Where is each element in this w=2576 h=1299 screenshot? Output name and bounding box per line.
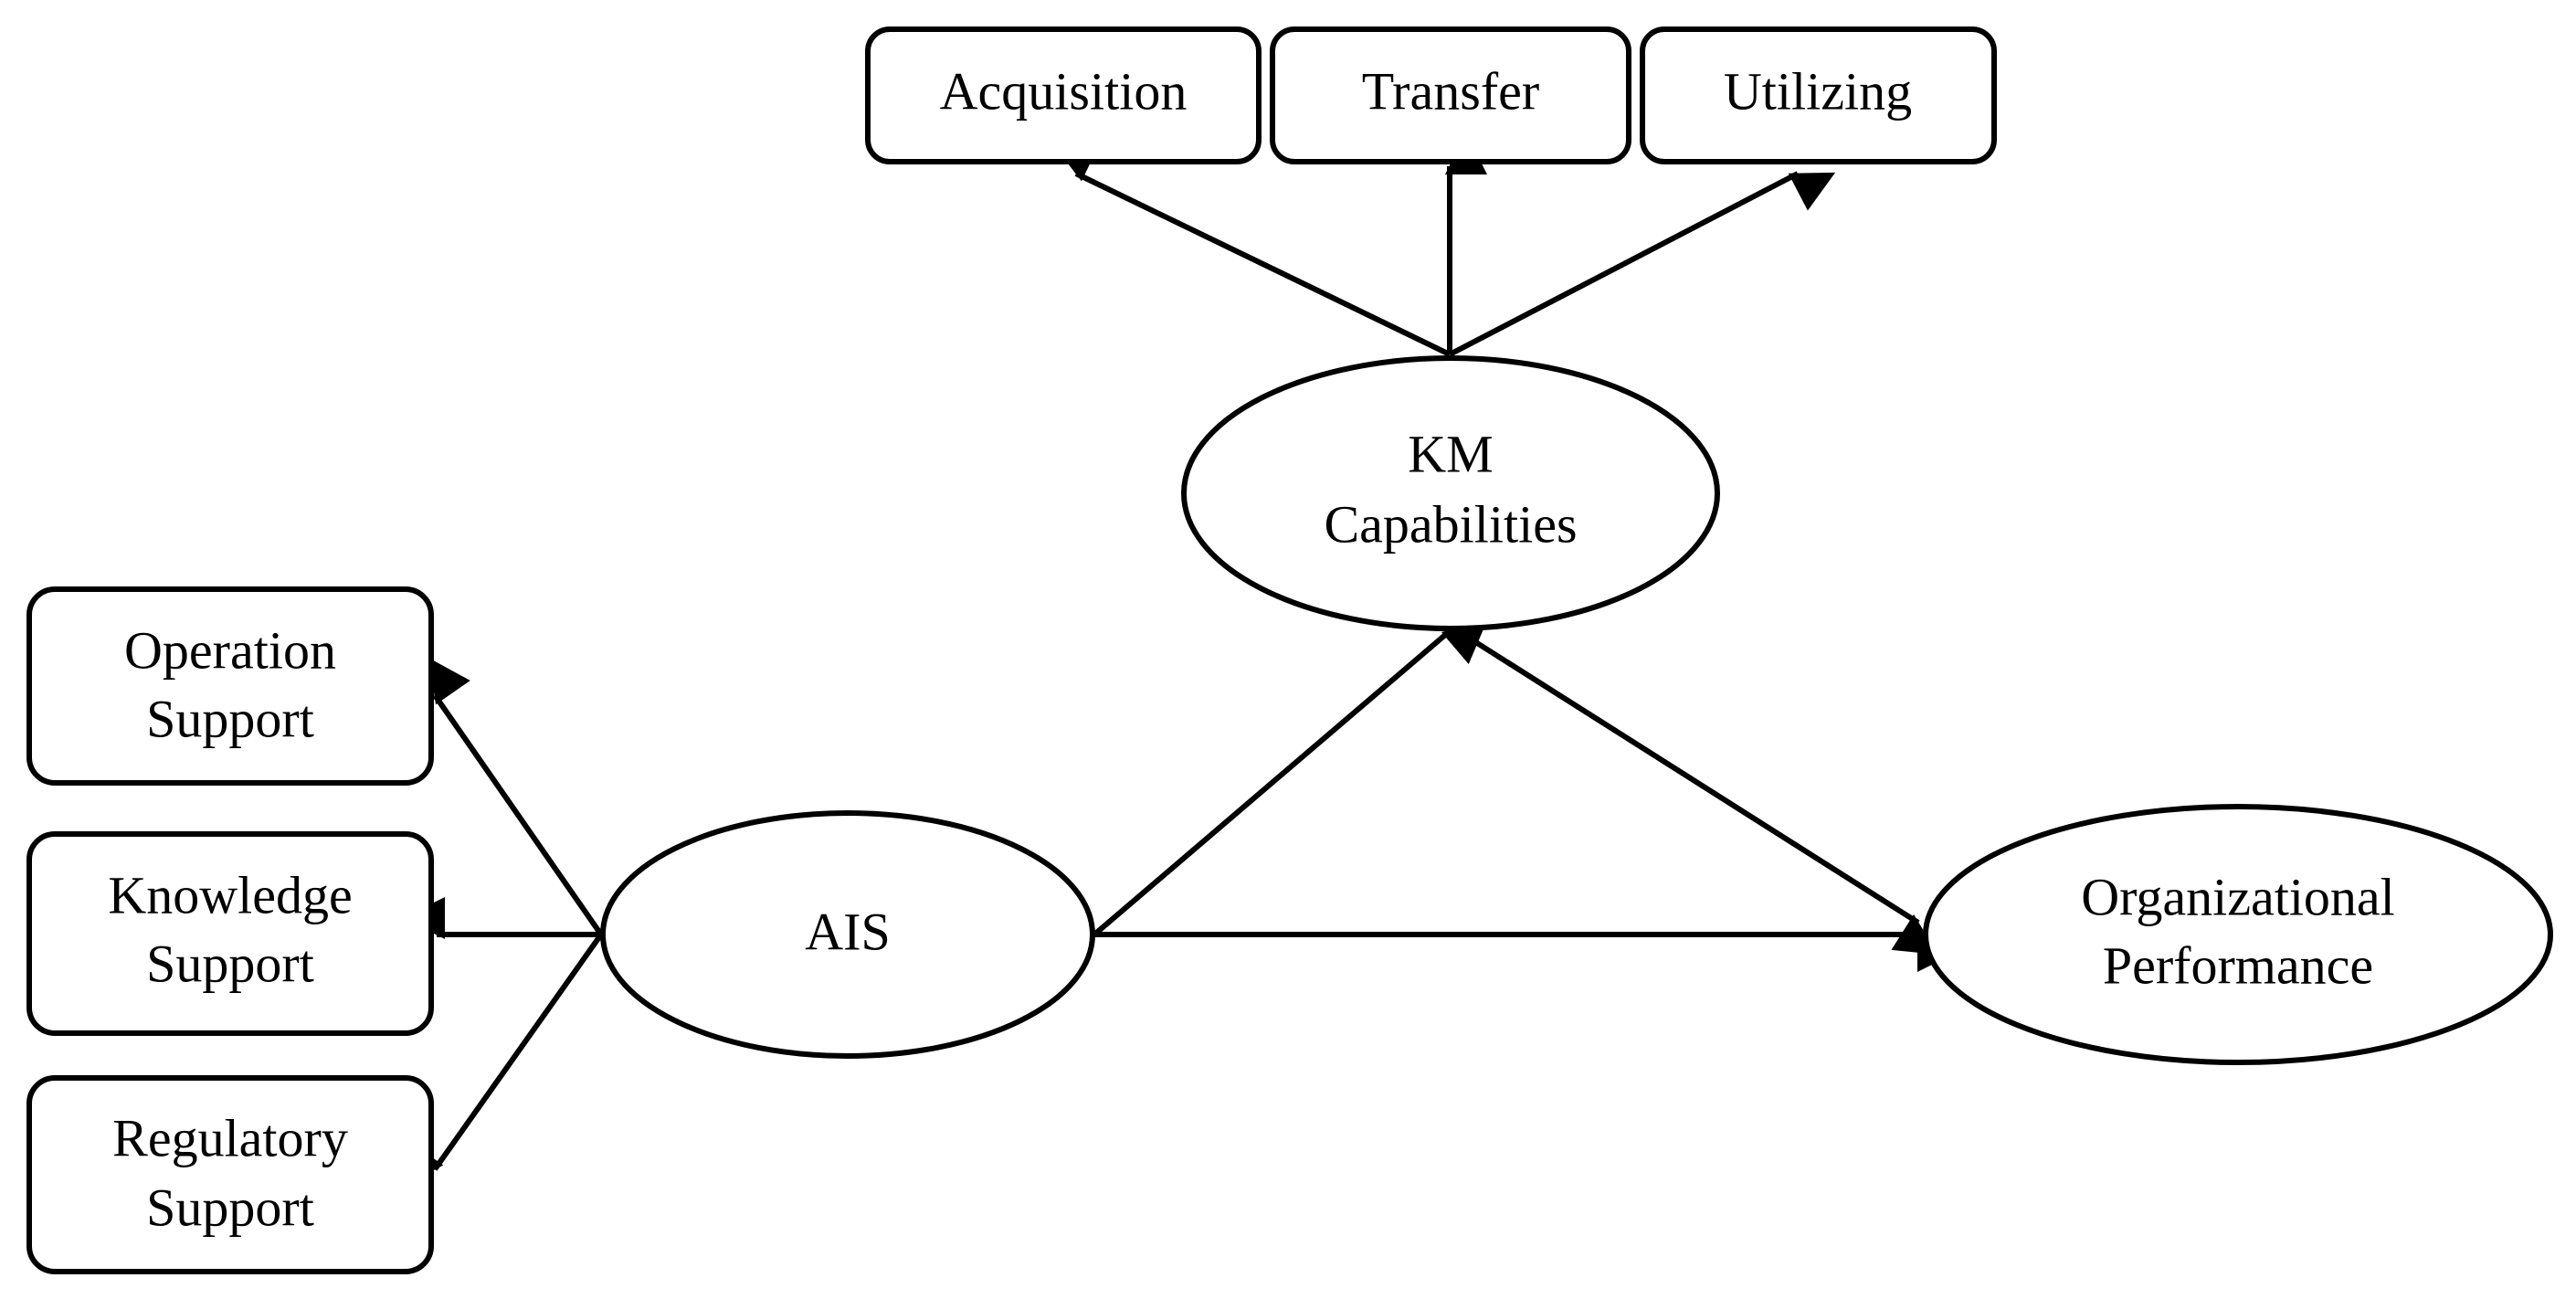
node-km-capabilities: KM Capabilities <box>1181 355 1720 631</box>
edge-km-to-acquisition <box>1052 143 1452 357</box>
edges-layer <box>401 132 1959 1188</box>
node-acquisition-label: Acquisition <box>940 61 1188 121</box>
node-operation-support-label-line1: Operation <box>124 620 336 680</box>
node-ais: AIS <box>600 810 1095 1059</box>
edge-km-to-utilizing <box>1448 171 1836 357</box>
edge-km-to-performance <box>1455 628 1938 956</box>
node-transfer: Transfer <box>1270 26 1631 164</box>
node-knowledge-support-label-line2: Support <box>146 934 314 993</box>
node-knowledge-support: Knowledge Support <box>26 831 434 1036</box>
node-regulatory-support-label-line1: Regulatory <box>112 1108 348 1167</box>
node-transfer-label: Transfer <box>1362 61 1539 121</box>
edge-ais-to-regulatory-support <box>401 933 604 1188</box>
node-utilizing-label: Utilizing <box>1724 61 1912 121</box>
node-organizational-performance-label-line1: Organizational <box>2081 867 2395 926</box>
edge-ais-to-operation-support <box>428 658 604 936</box>
node-ais-label: AIS <box>805 902 890 961</box>
node-regulatory-support: Regulatory Support <box>26 1075 434 1274</box>
node-utilizing: Utilizing <box>1640 26 1997 164</box>
node-km-capabilities-label-line1: KM <box>1408 424 1493 483</box>
edge-ais-to-km <box>1093 620 1487 937</box>
node-km-capabilities-label-line2: Capabilities <box>1324 494 1577 554</box>
node-organizational-performance: Organizational Performance <box>1923 804 2553 1065</box>
node-acquisition: Acquisition <box>865 26 1262 164</box>
node-regulatory-support-label-line2: Support <box>146 1178 314 1237</box>
node-knowledge-support-label-line1: Knowledge <box>108 865 352 924</box>
node-operation-support-label-line2: Support <box>146 689 314 748</box>
node-organizational-performance-label-line2: Performance <box>2103 935 2373 995</box>
node-operation-support: Operation Support <box>26 586 434 786</box>
